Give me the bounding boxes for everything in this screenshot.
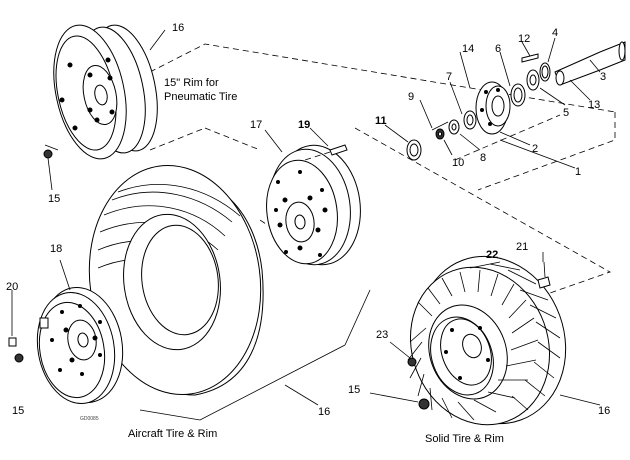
solid-rim-nut-15	[369, 392, 430, 410]
split-rim-half	[266, 144, 361, 266]
label-16-top: 16	[172, 22, 184, 34]
rim-bolt-and-nut-left	[8, 296, 24, 363]
rim-bolt	[304, 144, 348, 161]
aircraft-tire	[88, 165, 264, 396]
label-15-left: 15	[12, 405, 24, 417]
label-10: 10	[452, 157, 464, 169]
caption-rim-line1: 15" Rim for	[164, 77, 219, 89]
part-labels: 1 2 3 4 5 6 7 8 9 10 11 12 13 14 15 15 1…	[6, 22, 610, 418]
label-4: 4	[552, 27, 558, 39]
label-14: 14	[462, 43, 474, 55]
caption-aircraft: Aircraft Tire & Rim	[128, 428, 217, 440]
label-17: 17	[250, 119, 262, 131]
caption-rim-line2: Pneumatic Tire	[164, 91, 237, 103]
label-7: 7	[446, 71, 452, 83]
label-16-aircraft: 16	[318, 406, 330, 418]
solid-tire	[407, 255, 567, 426]
label-19: 19	[298, 119, 310, 131]
label-2: 2	[532, 143, 538, 155]
label-16-solid: 16	[598, 405, 610, 417]
label-15-top: 15	[48, 193, 60, 205]
label-22: 22	[486, 249, 498, 261]
drawing-code: GD0085	[80, 416, 99, 422]
label-1: 1	[575, 166, 581, 178]
label-21: 21	[516, 241, 528, 253]
pneumatic-rim	[53, 24, 158, 160]
lug-nut-top-left	[43, 144, 59, 191]
label-20: 20	[6, 281, 18, 293]
leader-lines	[11, 29, 601, 406]
caption-solid: Solid Tire & Rim	[425, 433, 504, 445]
label-12: 12	[518, 33, 530, 45]
solid-rim-bolt	[537, 261, 551, 289]
captions: 15" Rim for Pneumatic Tire Aircraft Tire…	[80, 77, 504, 445]
solid-rim-nut-23	[407, 357, 417, 367]
label-11: 11	[375, 115, 387, 127]
label-23: 23	[376, 329, 388, 341]
label-13: 13	[588, 99, 600, 111]
label-5: 5	[563, 107, 569, 119]
label-18: 18	[50, 243, 62, 255]
label-9: 9	[408, 91, 414, 103]
label-15-bottom: 15	[348, 384, 360, 396]
hub-assembly	[406, 41, 626, 161]
label-3: 3	[600, 71, 606, 83]
aircraft-rim-half	[36, 286, 124, 405]
label-6: 6	[495, 43, 501, 55]
label-8: 8	[480, 152, 486, 164]
